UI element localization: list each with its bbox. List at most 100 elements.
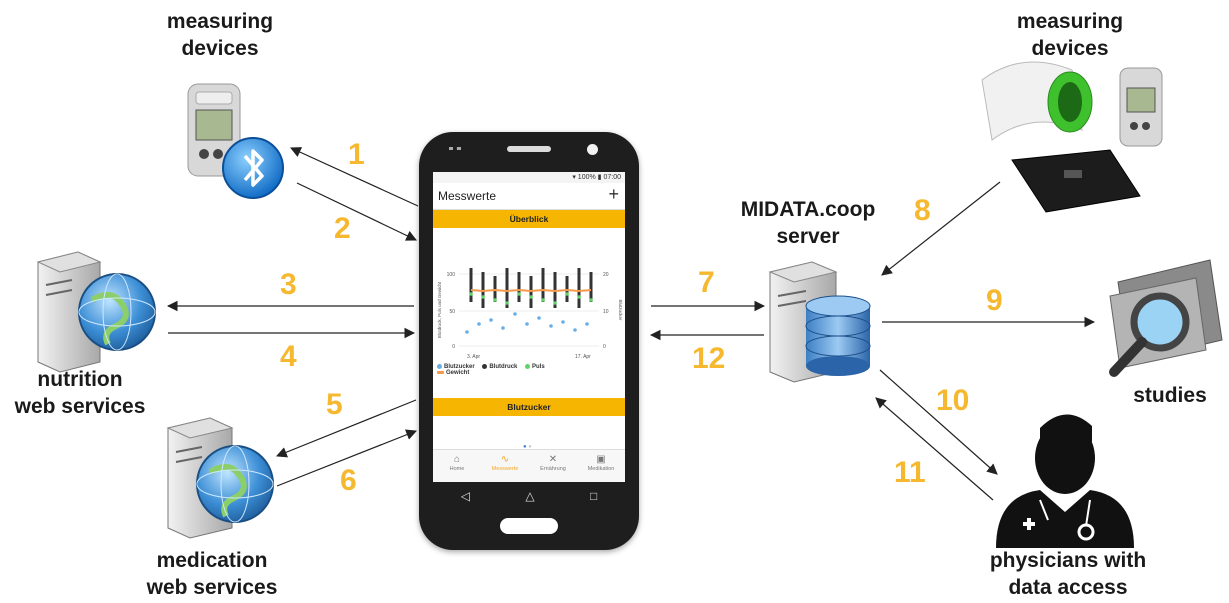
pulse-point [505, 301, 509, 305]
sensor [449, 147, 461, 153]
bloodpressure-bar [469, 268, 473, 302]
measuring-devices-right-label: measuring devices [990, 8, 1150, 62]
nav-nutrition[interactable]: ✕Ernährung [529, 450, 577, 482]
bloodsugar-point [501, 326, 505, 330]
legend-label: Puls [532, 364, 545, 371]
bloodpressure-bar [589, 272, 593, 302]
overview-header[interactable]: Überblick [433, 210, 625, 228]
bloodsugar-point [525, 322, 529, 326]
add-button[interactable]: + [608, 184, 619, 204]
label-line: measuring [1016, 10, 1124, 33]
legend-label: Blutzucker [444, 364, 475, 371]
step-number-3: 3 [280, 268, 297, 301]
y-tick-left: 0 [452, 344, 455, 350]
bloodsugar-point [537, 316, 541, 320]
y-tick-right: 0 [603, 344, 606, 350]
arrow-10 [879, 369, 998, 475]
label-line: physicians with [989, 549, 1147, 572]
legend-item: Puls [525, 364, 545, 370]
chart-marks [465, 268, 593, 334]
y-tick-left: 100 [447, 272, 456, 278]
bloodpressure-bar [577, 268, 581, 308]
label-line: data access [1008, 576, 1128, 599]
nav-measurements[interactable]: ∿Messwerte [481, 450, 529, 482]
legend-item: Blutzucker [437, 364, 475, 370]
phone-screen: ▾ 100% ▮ 07:00 Messwerte + Überblick Blu… [433, 172, 625, 482]
step-number-11: 11 [894, 456, 926, 489]
step-number-4: 4 [280, 340, 297, 373]
weight-line [470, 288, 592, 293]
pulse-point [577, 295, 581, 299]
bloodsugar-header[interactable]: Blutzucker [433, 398, 625, 416]
app-bar: Messwerte + [433, 183, 625, 210]
blood-pressure-cuff-icon [981, 61, 1093, 141]
chart-legend: Blutzucker Blutdruck Puls Gewicht [437, 364, 621, 376]
step-number-6: 6 [340, 464, 357, 497]
server-label: MIDATA.coop server [708, 196, 908, 250]
label-line: devices [181, 37, 259, 60]
step-number-8: 8 [914, 194, 931, 227]
arrow-11 [875, 397, 994, 501]
pulse-point [541, 298, 545, 302]
pulse-point [469, 292, 473, 296]
y-tick-right: 10 [603, 309, 609, 315]
pulse-point [481, 295, 485, 299]
label-line: server [776, 225, 840, 248]
bloodsugar-point [513, 312, 517, 316]
label-line: web services [14, 395, 146, 418]
step-number-12: 12 [692, 342, 726, 375]
bottom-navigation: ⌂Home ∿Messwerte ✕Ernährung ▣Medikation [433, 449, 625, 482]
nav-label: Home [449, 466, 465, 472]
y-tick-left: 50 [449, 309, 455, 315]
arrow-5 [275, 399, 417, 458]
bloodpressure-bar [505, 268, 509, 308]
nav-label: Messwerte [491, 466, 519, 472]
label-line: nutrition [37, 368, 123, 391]
pulse-point [517, 292, 521, 296]
pulse-icon: ∿ [500, 454, 510, 465]
battery-icon: ▮ [597, 174, 602, 181]
nav-home[interactable]: ⌂Home [433, 450, 481, 482]
bloodsugar-point [549, 324, 553, 328]
arrow-1 [290, 147, 419, 207]
arrow-8 [881, 181, 1001, 276]
step-number-5: 5 [326, 388, 343, 421]
database-icon [805, 295, 871, 376]
page-indicator: ● ● [523, 444, 532, 450]
pulse-point [529, 295, 533, 299]
medication-label: medication web services [122, 547, 302, 601]
server-icon [36, 251, 102, 373]
y-tick-right: 20 [603, 272, 609, 278]
measuring-devices-left-label: measuring devices [140, 8, 300, 62]
x-tick: 3. Apr [467, 354, 480, 360]
globe-icon [78, 273, 156, 351]
recents-icon[interactable]: □ [590, 489, 598, 503]
legend-item: Blutdruck [482, 364, 517, 370]
back-icon[interactable]: ◁ [460, 489, 470, 503]
legend-item: Gewicht [437, 370, 469, 376]
magnifier-icon [1109, 259, 1223, 377]
cutlery-icon: ✕ [548, 454, 558, 465]
bloodsugar-point [561, 320, 565, 324]
clock: 07:00 [603, 174, 621, 181]
nav-label: Medikation [587, 466, 615, 472]
step-number-10: 10 [936, 384, 970, 417]
nutrition-label: nutrition web services [0, 366, 160, 420]
label-line: devices [1031, 37, 1109, 60]
status-bar: ▾ 100% ▮ 07:00 [433, 172, 625, 183]
label-line: medication [156, 549, 268, 572]
wifi-icon: ▾ [572, 174, 576, 181]
home-icon: ⌂ [453, 454, 461, 465]
step-number-2: 2 [334, 212, 351, 245]
bloodpressure-bar [517, 272, 521, 302]
bloodsugar-point [573, 328, 577, 332]
arrow-2 [296, 182, 417, 241]
bloodsugar-point [489, 318, 493, 322]
y-axis-right-title: Blutzucker [618, 299, 623, 321]
label-line: MIDATA.coop [740, 198, 876, 221]
legend-dot [525, 364, 531, 369]
nav-medication[interactable]: ▣Medikation [577, 450, 625, 482]
home-button-icon[interactable]: △ [525, 489, 535, 503]
smartphone: ▾ 100% ▮ 07:00 Messwerte + Überblick Blu… [419, 132, 639, 550]
